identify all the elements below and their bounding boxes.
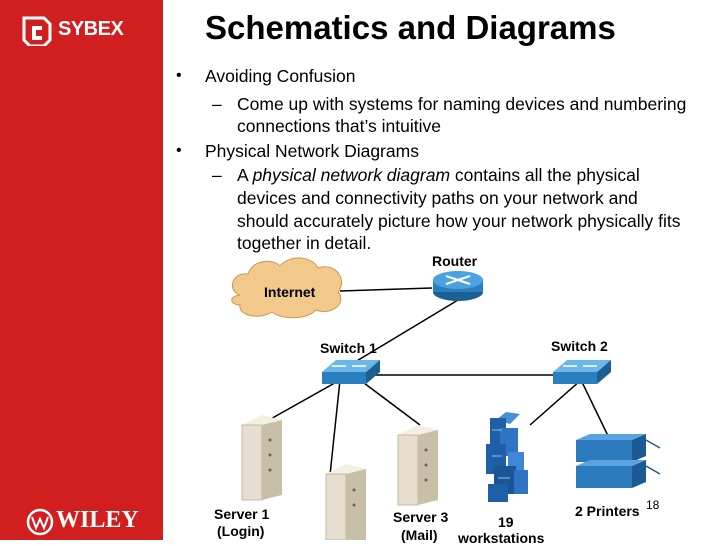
bullet-2-sub-line-4: together in detail. bbox=[237, 233, 372, 253]
bullet-2-sub-line-2: devices and connectivity paths on your n… bbox=[237, 188, 638, 208]
workstations-label: workstations bbox=[458, 530, 545, 546]
server-1-icon bbox=[241, 415, 282, 501]
sybex-wordmark: SYBEX bbox=[58, 18, 124, 40]
brand-sidebar: SYBEX WILEY bbox=[0, 0, 163, 540]
printers-icon bbox=[576, 434, 661, 488]
connection-lines bbox=[259, 287, 611, 476]
page-number: 18 bbox=[646, 498, 660, 512]
workstations-count-label: 19 bbox=[498, 514, 514, 530]
router-icon bbox=[433, 271, 483, 301]
server-2-icon bbox=[325, 464, 366, 540]
internet-label: Internet bbox=[264, 284, 316, 300]
internet-cloud-icon bbox=[231, 257, 343, 319]
sub-prefix: A bbox=[237, 165, 253, 185]
wiley-logo-icon bbox=[26, 508, 54, 536]
sub-dash-1: – bbox=[212, 94, 222, 114]
server-3-label-line-1: Server 3 bbox=[393, 509, 449, 525]
bullet-1-sub-text: Come up with systems for naming devices … bbox=[237, 94, 687, 136]
switch-2-label: Switch 2 bbox=[551, 338, 608, 354]
sub-rest-1: contains all the physical bbox=[450, 165, 640, 185]
printers-label: 2 Printers bbox=[575, 503, 640, 519]
server-1-label-line-2: (Login) bbox=[217, 523, 265, 539]
sub-dash-2: – bbox=[212, 165, 222, 185]
switch-2-icon bbox=[553, 360, 611, 384]
slide-title: Schematics and Diagrams bbox=[205, 9, 616, 46]
server-1-label-line-1: Server 1 bbox=[214, 506, 270, 522]
bullet-dot-2: • bbox=[176, 142, 182, 159]
bullet-2-text: Physical Network Diagrams bbox=[205, 141, 419, 161]
bullet-1-text: Avoiding Confusion bbox=[205, 66, 356, 86]
sub-italic-term: physical network diagram bbox=[252, 165, 451, 185]
switch-1-label: Switch 1 bbox=[320, 340, 377, 356]
bullet-dot-1: • bbox=[176, 67, 182, 84]
switch-1-icon bbox=[322, 360, 380, 384]
router-label: Router bbox=[432, 253, 478, 269]
server-3-icon bbox=[397, 425, 438, 506]
network-diagram bbox=[231, 257, 661, 540]
bullet-2-sub-line-3: should accurately picture how your netwo… bbox=[237, 211, 681, 231]
server-3-label-line-2: (Mail) bbox=[401, 527, 438, 543]
wiley-wordmark: WILEY bbox=[56, 507, 139, 533]
sybex-logo-icon bbox=[22, 16, 52, 46]
bullet-2-sub-line-1: A physical network diagram contains all … bbox=[237, 164, 640, 186]
workstations-cluster-icon bbox=[486, 412, 528, 502]
